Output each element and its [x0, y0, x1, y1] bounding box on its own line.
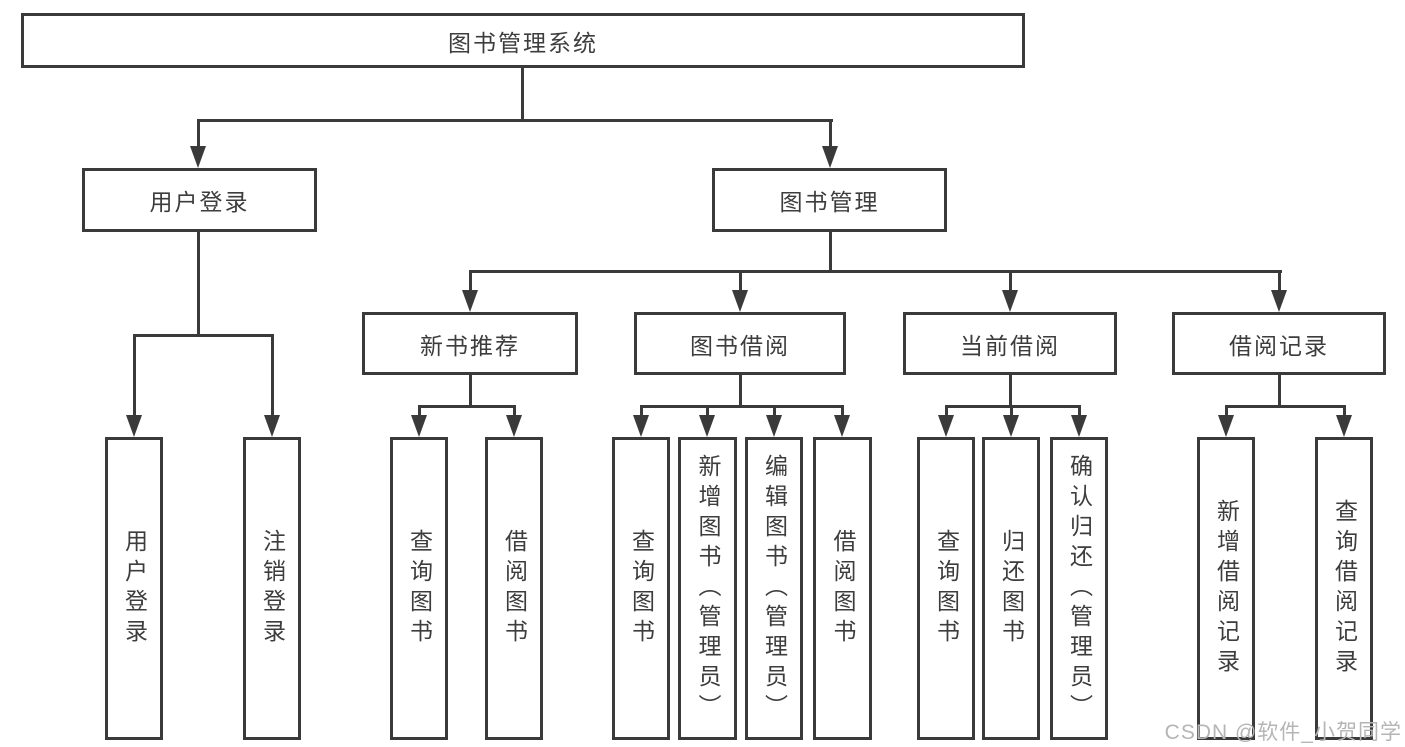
connector-book-borrowing-stem [739, 375, 742, 408]
connector-to-leaf-query-books-2 [640, 405, 643, 418]
leaf-query-books-1-label: 查询图书 [406, 528, 433, 649]
connector-current-borrowing-branch [945, 405, 1081, 408]
connector-book-borrowing-branch [640, 405, 844, 408]
node-new-book-recommend-label: 新书推荐 [420, 332, 520, 359]
connector-to-user-login [197, 119, 200, 149]
arrowhead-current-borrowing [1002, 290, 1018, 312]
leaf-user-login-label: 用户登录 [121, 528, 148, 649]
node-user-login: 用户登录 [82, 168, 317, 232]
leaf-borrow-books-1: 借阅图书 [485, 437, 543, 740]
leaf-borrow-books-2-label: 借阅图书 [830, 528, 856, 649]
leaf-query-books-1: 查询图书 [390, 437, 448, 740]
arrowhead-leaf-logout [264, 415, 280, 437]
connector-to-leaf-add-books [706, 405, 709, 418]
leaf-confirm-return-admin: 确认归还（管理员） [1050, 437, 1108, 740]
connector-to-leaf-borrow-books-2 [841, 405, 844, 418]
connector-user-login-stem [197, 232, 200, 337]
leaf-edit-books-admin: 编辑图书（管理员） [745, 437, 803, 740]
connector-to-leaf-borrow-books-1 [513, 405, 516, 418]
connector-book-management-stem [829, 232, 832, 273]
node-book-management-label: 图书管理 [779, 189, 880, 215]
arrowhead-leaf-borrow-books-2 [834, 415, 850, 437]
connector-to-leaf-add-record [1225, 405, 1228, 418]
leaf-edit-books-admin-label: 编辑图书（管理员） [761, 453, 788, 724]
connector-to-leaf-logout [271, 334, 274, 417]
connector-root-stem [521, 68, 524, 122]
arrowhead-user-login [190, 146, 206, 168]
connector-to-borrow-records [1278, 270, 1281, 294]
leaf-logout-label: 注销登录 [259, 528, 286, 649]
connector-to-book-borrowing [739, 270, 742, 294]
leaf-borrow-books-1-label: 借阅图书 [501, 528, 528, 649]
arrowhead-leaf-query-books-1 [411, 415, 427, 437]
node-borrow-records-label: 借阅记录 [1229, 332, 1329, 359]
arrowhead-leaf-user-login [126, 415, 142, 437]
node-new-book-recommend: 新书推荐 [362, 312, 578, 375]
csdn-watermark: CSDN @软件_小贺同学 [1164, 721, 1402, 744]
leaf-return-books: 归还图书 [982, 437, 1040, 740]
arrowhead-leaf-query-record [1336, 415, 1352, 437]
node-book-borrowing: 图书借阅 [634, 312, 846, 375]
connector-to-leaf-query-books-1 [418, 405, 421, 418]
arrowhead-book-borrowing [732, 290, 748, 312]
node-root-label: 图书管理系统 [448, 29, 598, 56]
connector-to-leaf-query-record [1343, 405, 1346, 418]
connector-borrow-records-stem [1278, 375, 1281, 408]
connector-to-leaf-confirm-return [1078, 405, 1081, 418]
leaf-add-borrow-record: 新增借阅记录 [1197, 437, 1255, 740]
arrowhead-new-book-recommend [462, 290, 478, 312]
arrowhead-leaf-query-books-2 [633, 415, 649, 437]
leaf-query-books-2: 查询图书 [612, 437, 670, 740]
leaf-query-books-3: 查询图书 [917, 437, 975, 740]
leaf-query-borrow-record-label: 查询借阅记录 [1331, 498, 1358, 679]
leaf-query-books-3-label: 查询图书 [933, 528, 960, 649]
leaf-add-books-admin-label: 新增图书（管理员） [695, 453, 721, 724]
leaf-query-borrow-record: 查询借阅记录 [1315, 437, 1373, 740]
arrowhead-borrow-records [1271, 290, 1287, 312]
leaf-query-books-2-label: 查询图书 [628, 528, 655, 649]
node-current-borrowing: 当前借阅 [903, 312, 1117, 375]
connector-to-leaf-query-books-3 [945, 405, 948, 418]
leaf-return-books-label: 归还图书 [998, 528, 1025, 649]
connector-to-current-borrowing [1009, 270, 1012, 294]
node-user-login-label: 用户登录 [149, 189, 250, 215]
leaf-user-login: 用户登录 [105, 437, 163, 740]
connector-book-management-branch [469, 270, 1282, 273]
arrowhead-leaf-return-books [1003, 415, 1019, 437]
connector-to-leaf-edit-books [773, 405, 776, 418]
arrowhead-leaf-confirm-return [1071, 415, 1087, 437]
connector-to-book-management [829, 119, 832, 149]
connector-to-leaf-user-login [133, 334, 136, 417]
arrowhead-leaf-add-record [1218, 415, 1234, 437]
arrowhead-leaf-add-books [699, 415, 715, 437]
leaf-logout: 注销登录 [243, 437, 301, 740]
leaf-borrow-books-2: 借阅图书 [813, 437, 872, 740]
arrowhead-leaf-borrow-books-1 [506, 415, 522, 437]
arrowhead-book-management [822, 146, 838, 168]
connector-to-new-book-recommend [469, 270, 472, 294]
connector-new-book-recommend-branch [418, 405, 516, 408]
connector-borrow-records-branch [1225, 405, 1346, 408]
node-current-borrowing-label: 当前借阅 [960, 332, 1060, 359]
leaf-confirm-return-admin-label: 确认归还（管理员） [1066, 453, 1093, 724]
arrowhead-leaf-query-books-3 [938, 415, 954, 437]
connector-current-borrowing-stem [1009, 375, 1012, 408]
connector-new-book-recommend-stem [469, 375, 472, 408]
node-book-management: 图书管理 [712, 168, 947, 232]
connector-root-branch [197, 119, 833, 122]
node-borrow-records: 借阅记录 [1172, 312, 1386, 375]
connector-to-leaf-return-books [1010, 405, 1013, 418]
node-root: 图书管理系统 [21, 13, 1025, 68]
leaf-add-borrow-record-label: 新增借阅记录 [1213, 498, 1240, 679]
leaf-add-books-admin: 新增图书（管理员） [678, 437, 737, 740]
node-book-borrowing-label: 图书借阅 [690, 332, 790, 359]
connector-user-login-branch [133, 334, 274, 337]
arrowhead-leaf-edit-books [766, 415, 782, 437]
